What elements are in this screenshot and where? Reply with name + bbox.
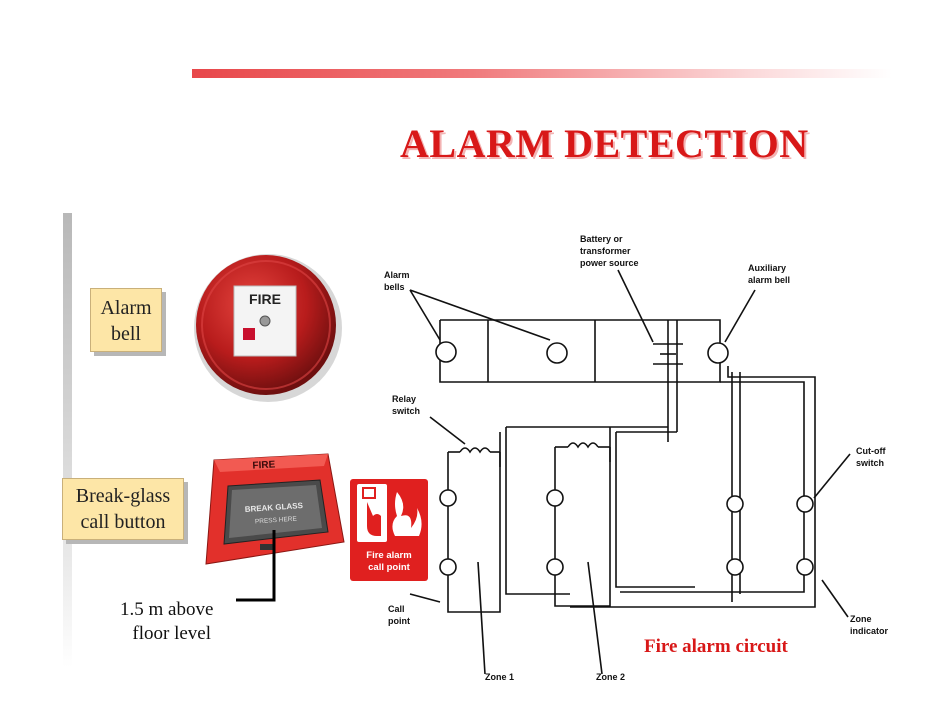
- glass-line1: BREAK GLASS: [244, 501, 303, 514]
- alarm-bell-label-text: Alarm bell: [100, 297, 152, 345]
- height-note-line2: floor level: [132, 623, 211, 644]
- label-cutoff-2: switch: [856, 458, 884, 468]
- label-zone-ind-2: indicator: [850, 626, 889, 636]
- slide-title: ALARM DETECTION: [400, 121, 809, 166]
- label-relay-1: Relay: [392, 394, 416, 404]
- label-power-2: transformer: [580, 246, 631, 256]
- height-note: 1.5 m above floor level: [120, 598, 213, 646]
- break-glass-label-text: Break-glass call button: [75, 485, 171, 533]
- label-cutoff-1: Cut-off: [856, 446, 886, 456]
- alarm-bell-label: Alarm bell: [90, 288, 162, 352]
- break-glass-fire-text: FIRE: [252, 459, 276, 471]
- break-glass-photo: FIRE BREAK GLASS PRESS HERE: [205, 453, 345, 565]
- label-call-2: point: [388, 616, 410, 626]
- label-aux-2: alarm bell: [748, 275, 790, 285]
- label-aux-1: Auxiliary: [748, 263, 786, 273]
- fire-alarm-sign: Fire alarm call point: [350, 479, 428, 581]
- bell-fire-text: FIRE: [249, 291, 281, 307]
- fire-alarm-circuit-diagram: Battery or transformer power source Auxi…: [384, 234, 889, 682]
- label-power-3: power source: [580, 258, 639, 268]
- label-power-1: Battery or: [580, 234, 623, 244]
- label-call-1: Call: [388, 604, 405, 614]
- sign-line1: Fire alarm: [366, 550, 411, 561]
- label-zone-2: Zone 2: [596, 672, 625, 682]
- height-note-line1: 1.5 m above: [120, 599, 214, 620]
- left-accent-bar: [63, 213, 72, 668]
- label-zone-1: Zone 1: [485, 672, 514, 682]
- alarm-bell-photo: FIRE: [194, 254, 342, 402]
- break-glass-label: Break-glass call button: [62, 478, 184, 540]
- top-accent-bar: [192, 69, 892, 78]
- circuit-caption: Fire alarm circuit: [644, 636, 788, 657]
- height-bracket: [236, 530, 276, 602]
- label-bells-2: bells: [384, 282, 405, 292]
- label-zone-ind-1: Zone: [850, 614, 872, 624]
- label-bells-1: Alarm: [384, 270, 410, 280]
- glass-line2: PRESS HERE: [255, 516, 298, 526]
- label-relay-2: switch: [392, 406, 420, 416]
- sign-line2: call point: [368, 562, 411, 573]
